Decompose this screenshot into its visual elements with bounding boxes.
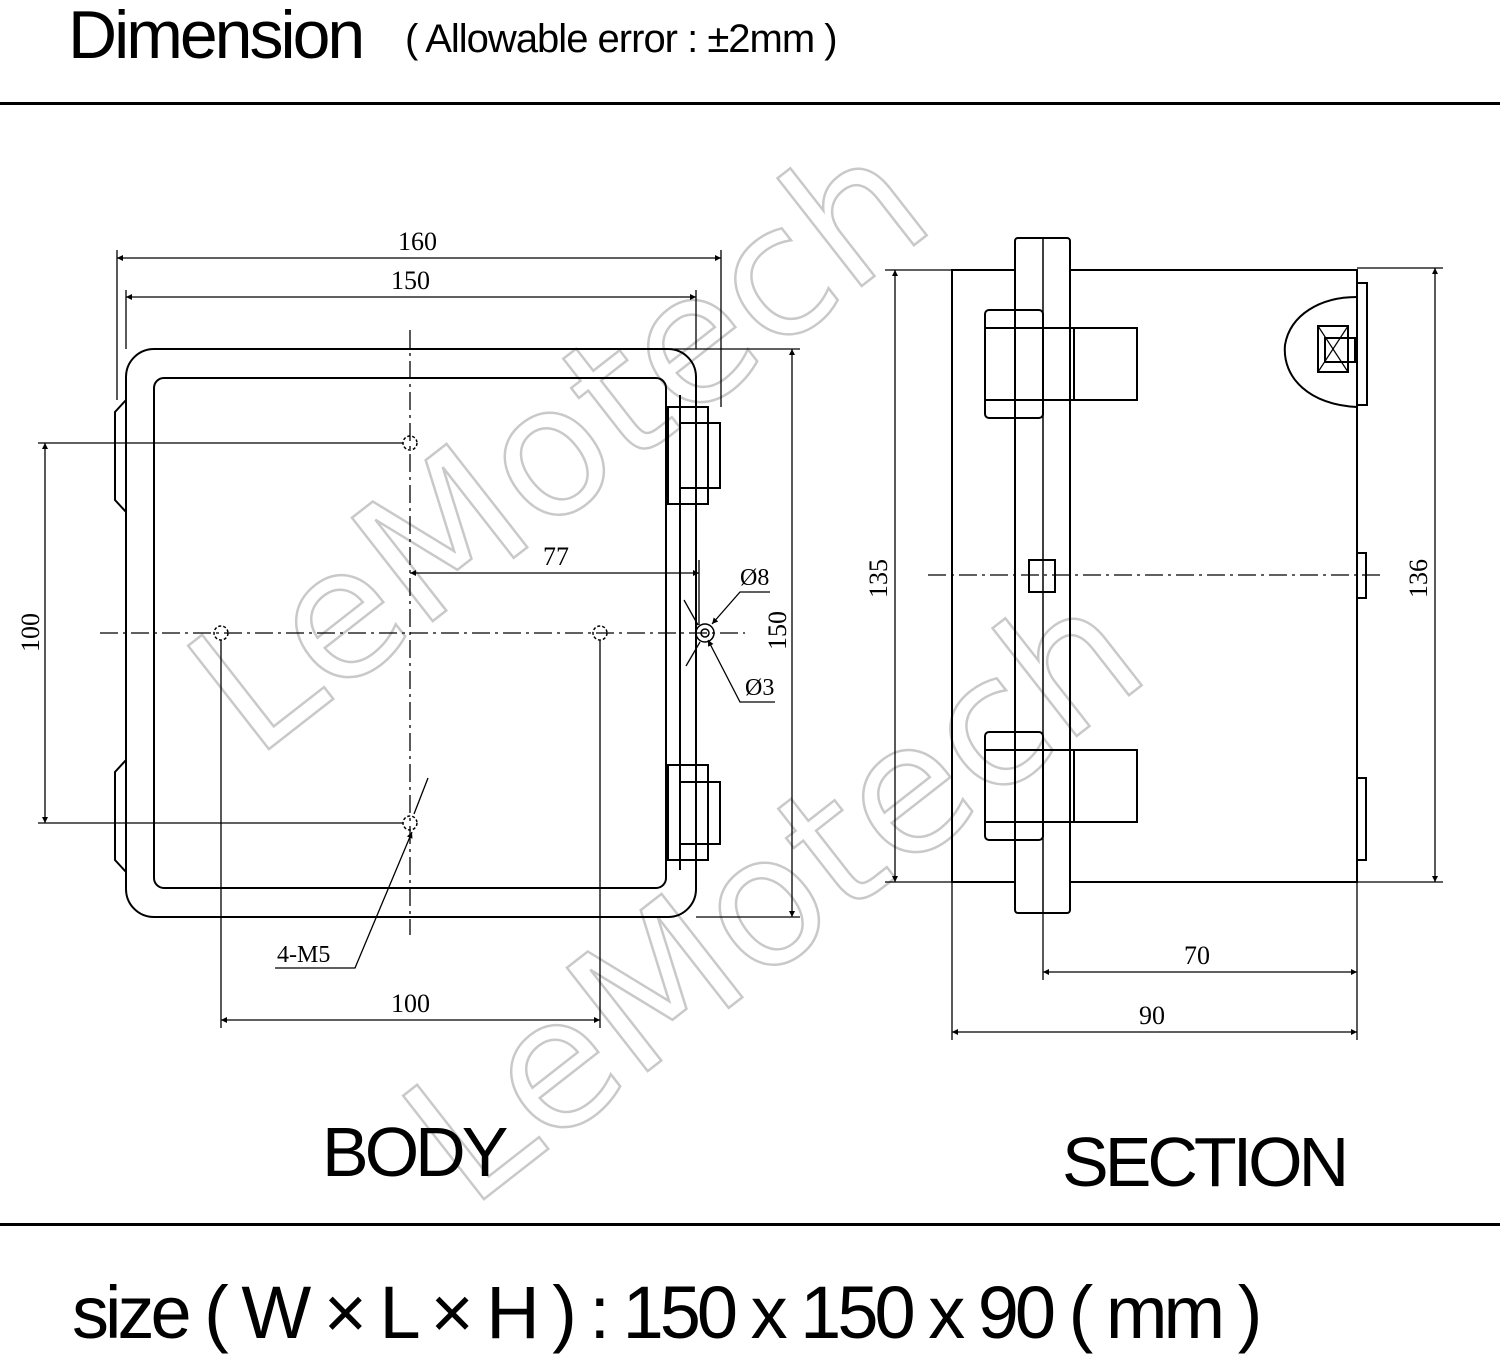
leader-4-m5 xyxy=(275,831,413,969)
section-hinge-bottom xyxy=(984,731,1138,841)
page-title: Dimension xyxy=(68,0,365,73)
section-latch-detail xyxy=(1283,282,1368,408)
section-hinge-top xyxy=(984,309,1138,419)
section-view-label: SECTION xyxy=(1062,1123,1349,1201)
watermark-text-1: LeMotech xyxy=(153,95,965,794)
dim-label-70: 70 xyxy=(1184,941,1210,970)
page-subtitle: ( Allowable error : ±2mm ) xyxy=(405,17,838,61)
dim-label-90: 90 xyxy=(1139,1001,1165,1030)
left-hinge-bottom xyxy=(114,759,127,873)
top-divider xyxy=(0,102,1500,105)
right-latch-top xyxy=(667,406,721,505)
dim-label-dia-8: Ø8 xyxy=(740,565,769,591)
dim-label-136: 136 xyxy=(1404,559,1433,598)
bottom-divider xyxy=(0,1223,1500,1226)
lock-hole-outer xyxy=(695,623,715,643)
left-hinge-top xyxy=(114,399,127,513)
dim-label-4-m5: 4-M5 xyxy=(277,942,330,968)
leader-dia-3 xyxy=(707,639,775,703)
header: Dimension ( Allowable error : ±2mm ) xyxy=(0,0,1500,104)
section-right-bump-bottom xyxy=(1356,777,1367,861)
section-view: 135 136 70 90 xyxy=(864,237,1443,1040)
dim-label-150-height: 150 xyxy=(763,611,792,650)
leader-dia-8 xyxy=(711,591,770,625)
dim-label-135: 135 xyxy=(864,559,893,598)
dim-label-100-horizontal: 100 xyxy=(391,989,430,1018)
dim-label-100-vertical: 100 xyxy=(16,613,45,652)
section-body-outline xyxy=(1070,269,1358,883)
dim-label-160: 160 xyxy=(398,227,437,256)
dim-label-150-width: 150 xyxy=(391,266,430,295)
section-back-outline xyxy=(951,269,1015,883)
dim-label-dia-3: Ø3 xyxy=(745,675,774,701)
body-view-label: BODY xyxy=(322,1113,508,1191)
body-view: 160 150 150 100 100 77 Ø8 Ø3 4-M5 xyxy=(16,227,800,1028)
dim-label-77: 77 xyxy=(543,542,569,571)
lock-hole-inner xyxy=(700,628,710,638)
size-specification: size ( W × L × H ) : 150 x 150 x 90 ( mm… xyxy=(72,1271,1262,1354)
section-center-boss xyxy=(1028,559,1056,593)
right-latch-bottom xyxy=(667,764,721,861)
